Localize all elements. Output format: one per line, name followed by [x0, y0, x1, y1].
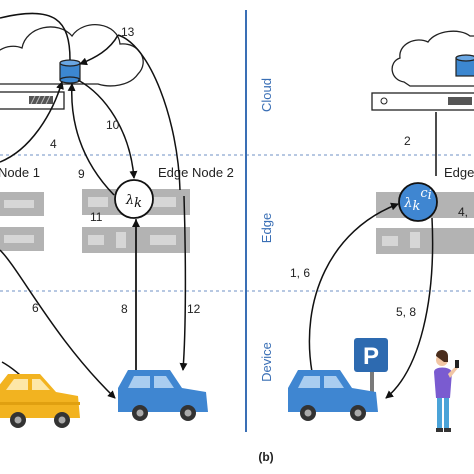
edge-right-label: Edge: [444, 165, 474, 180]
flow-label-12: 12: [187, 302, 201, 316]
parking-sign-icon: P: [354, 338, 388, 410]
layer-separators: [0, 154, 474, 292]
flow-label-r58: 5, 8: [396, 305, 416, 319]
layer-label-cloud: Cloud: [259, 78, 274, 112]
flow-label-13: 13: [121, 25, 135, 39]
lambda-label-right: λkci: [403, 186, 432, 214]
flow-10: [77, 79, 138, 179]
flow-label-10: 10: [106, 118, 120, 132]
flow-label-8: 8: [121, 302, 128, 316]
flow-4: [0, 81, 64, 163]
parking-sign-letter: P: [363, 343, 379, 370]
lambda-label-left: λk: [125, 193, 142, 211]
flow-label-11: 11: [90, 210, 103, 224]
person-icon: [434, 350, 459, 432]
cloud-server-right-icon: [371, 92, 474, 111]
blue-car-left-icon: [118, 370, 208, 421]
flow-label-r4: 4,: [458, 205, 468, 219]
flow-label-r16: 1, 6: [290, 266, 310, 280]
blue-car-right-icon: [288, 370, 378, 421]
flow-6: [0, 249, 116, 399]
flow-13: [117, 34, 181, 191]
layer-label-device: Device: [259, 342, 274, 382]
edge-node-1-servers: [0, 192, 44, 251]
flow-13-in: [79, 34, 119, 66]
flow-arrows-left: [0, 12, 188, 399]
lambda-node-right: [398, 182, 438, 222]
database-right-icon: [455, 54, 474, 77]
flow-label-r2: 2: [404, 134, 411, 148]
cloud-server-icon: [0, 91, 65, 110]
flow-1-6: [308, 202, 399, 373]
flow-cloud-top-left: [0, 12, 71, 61]
flow-label-9: 9: [78, 167, 85, 181]
edge-node-2-label: Edge Node 2: [158, 165, 234, 180]
taxi-car-icon: [0, 374, 80, 428]
cloud-shape-left: [0, 24, 144, 87]
flow-label-4: 4: [50, 137, 57, 151]
flow-label-6: 6: [32, 301, 39, 315]
flow-9: [67, 83, 115, 196]
database-icon: [59, 59, 81, 84]
flow-12: [179, 195, 188, 371]
cloud-shape-right: [391, 30, 474, 87]
panel-caption: (b): [258, 450, 273, 464]
flow-5-8: [385, 217, 434, 399]
flow-arrows-right: [308, 202, 434, 399]
layer-label-edge: Edge: [259, 213, 274, 243]
edge-node-1-label: Node 1: [0, 165, 40, 180]
lambda-node-left: [114, 179, 154, 219]
